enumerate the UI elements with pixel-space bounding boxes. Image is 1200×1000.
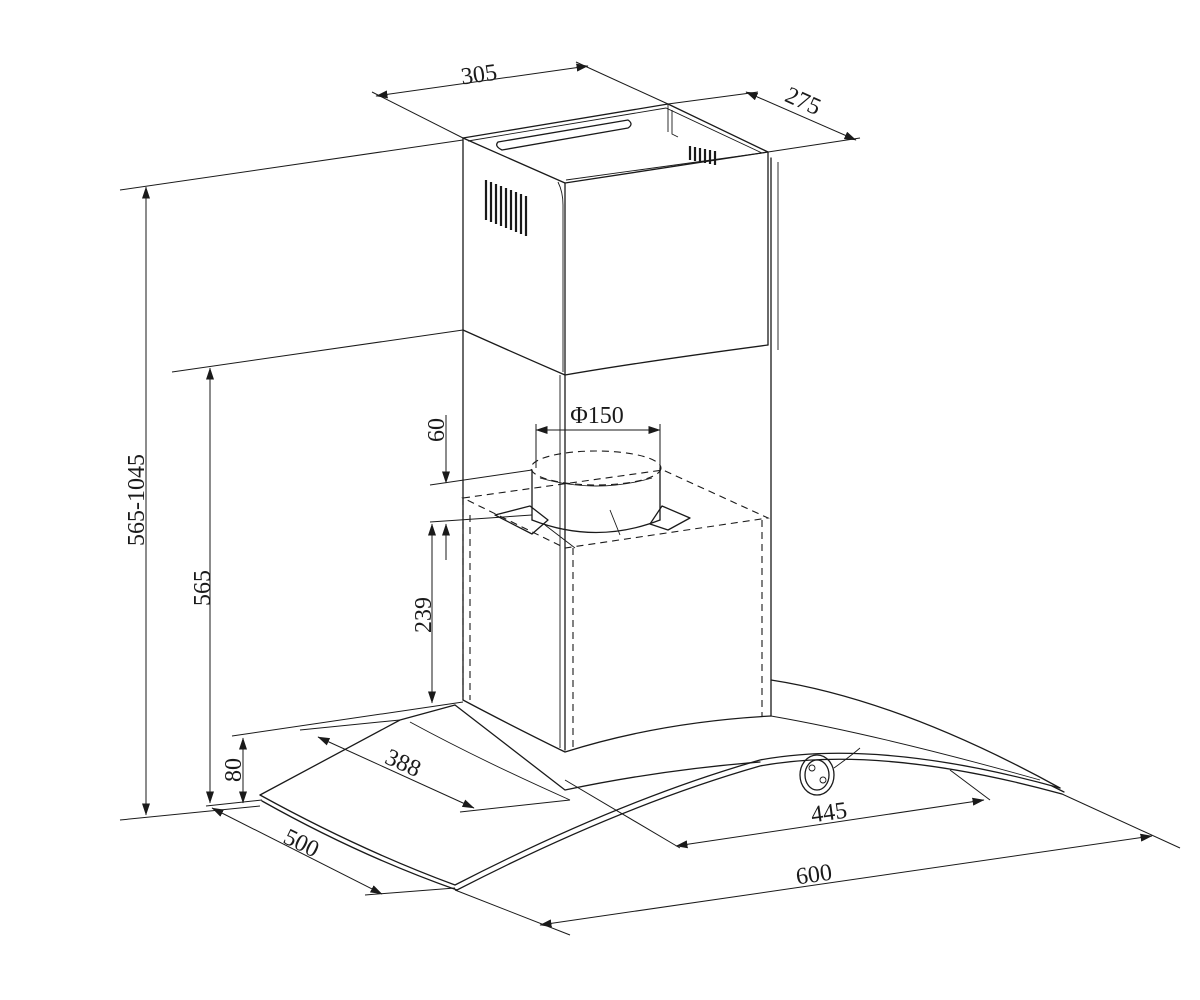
label-outlet-diameter: Φ150: [570, 403, 624, 429]
dimension-lines: [142, 63, 1153, 928]
label-hood-width: 600: [794, 860, 833, 891]
label-outlet-height: 60: [424, 418, 450, 442]
motor-housing-hidden: [461, 469, 770, 752]
vent-slots-right: [688, 146, 717, 165]
label-duct-depth: 275: [781, 82, 824, 120]
label-lower-height: 565: [190, 570, 216, 606]
glass-canopy: [259, 679, 1065, 891]
dim-line-500: [211, 807, 383, 895]
label-body-depth: 388: [381, 744, 424, 782]
control-knob-icon: [799, 747, 861, 796]
label-body-width: 445: [809, 798, 848, 829]
dim-line-275: [745, 91, 857, 141]
air-outlet: [494, 450, 691, 549]
label-body-height: 239: [411, 597, 437, 633]
dim-line-305: [375, 63, 589, 99]
dim-line-600: [539, 833, 1153, 928]
label-glass-height: 80: [221, 758, 247, 782]
range-hood-outline: [462, 103, 779, 751]
chimney-body-bottom: [462, 699, 772, 753]
dim-line-388: [317, 736, 475, 809]
vent-slots-left: [484, 180, 528, 236]
label-total-height-range: 565-1045: [124, 454, 150, 546]
label-duct-width: 305: [459, 60, 498, 91]
extension-lines: [119, 61, 1181, 936]
